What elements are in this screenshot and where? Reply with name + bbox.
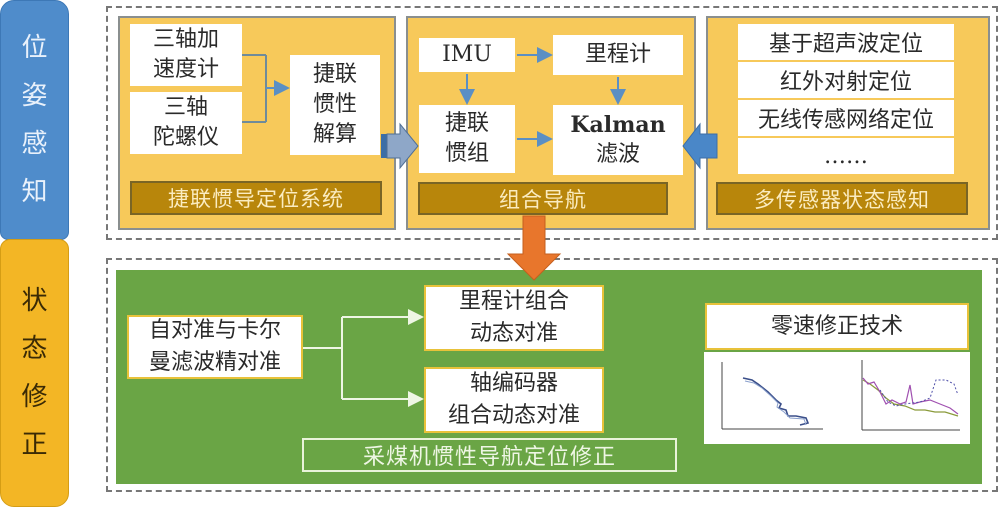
plot2-series-blue-dashed	[879, 379, 959, 407]
text-line: 自对准与卡尔	[148, 318, 281, 343]
zero-velocity-title: 零速修正技术	[705, 303, 969, 350]
list-item-wireless-sensor: 无线传感网络定位	[738, 100, 954, 138]
text-line: 速度计	[152, 57, 219, 82]
side-char: 姿	[21, 81, 48, 111]
text-line: Kalman	[570, 112, 666, 138]
multisensor-to-integrated-block-arrow	[682, 122, 718, 170]
text-line: 曼滤波精对准	[148, 350, 281, 375]
sins-title: 捷联惯导定位系统	[130, 181, 382, 215]
sins-connector	[242, 54, 267, 123]
text-line: 捷联	[444, 111, 489, 136]
list-item-ultrasonic: 基于超声波定位	[738, 24, 954, 62]
strapdown-solution-box: 捷联惯性解算	[290, 55, 380, 155]
plot1-trajectory	[742, 377, 810, 426]
integrated-nav-title: 组合导航	[418, 182, 668, 215]
side-label-pose-perception: 位 姿 感 知	[0, 0, 69, 240]
text-line: 动态对准	[469, 321, 558, 346]
side-label-state-correction: 状 态 修 正	[0, 239, 69, 507]
top-section-frame	[106, 6, 998, 240]
side-char: 态	[21, 334, 48, 364]
strapdown-imu-box: 捷联惯组	[419, 105, 515, 173]
plot1-trajectory-shadow	[744, 380, 807, 426]
plot2-series-olive	[862, 379, 959, 417]
list-item-ellipsis: ……	[738, 138, 954, 174]
text-line: 解算	[312, 122, 357, 147]
odometer-box: 里程计	[553, 35, 683, 75]
plot2-series-purple	[862, 377, 959, 415]
correction-title: 采煤机惯性导航定位修正	[302, 438, 677, 472]
list-item-infrared: 红外对射定位	[738, 62, 954, 100]
side-char: 正	[21, 430, 48, 460]
text-line: 三轴	[163, 95, 208, 120]
text-line: 陀螺仪	[152, 125, 219, 150]
accelerometer-box: 三轴加速度计	[130, 24, 242, 86]
text-line: 三轴加	[152, 27, 219, 52]
alignment-connector	[303, 317, 343, 399]
gyroscope-box: 三轴陀螺仪	[130, 92, 242, 154]
trajectory-mini-plot	[721, 362, 823, 430]
side-char: 感	[21, 129, 48, 159]
side-char: 修	[21, 382, 48, 412]
odometer-alignment-box: 里程计组合动态对准	[424, 285, 604, 351]
kalman-filter-box: Kalman 滤波	[553, 105, 683, 175]
text-line: 组合动态对准	[447, 403, 580, 428]
text-line: 里程计组合	[458, 289, 569, 314]
text-line: 滤波	[595, 142, 640, 167]
velocity-mini-plot	[861, 360, 960, 431]
text-line: 捷联	[312, 62, 357, 87]
side-char: 知	[21, 177, 48, 207]
text-line: 轴编码器	[469, 371, 558, 396]
text-line: 惯性	[312, 92, 357, 117]
multisensor-title: 多传感器状态感知	[716, 182, 968, 215]
side-char: 位	[21, 33, 48, 63]
text-line: 惯组	[444, 141, 489, 166]
sins-to-integrated-block-arrow	[381, 122, 419, 170]
imu-box: IMU	[419, 38, 515, 72]
top-to-bottom-orange-arrow	[506, 215, 562, 281]
encoder-alignment-box: 轴编码器组合动态对准	[424, 367, 604, 433]
self-alignment-box: 自对准与卡尔曼滤波精对准	[127, 315, 303, 379]
side-char: 状	[21, 286, 48, 316]
